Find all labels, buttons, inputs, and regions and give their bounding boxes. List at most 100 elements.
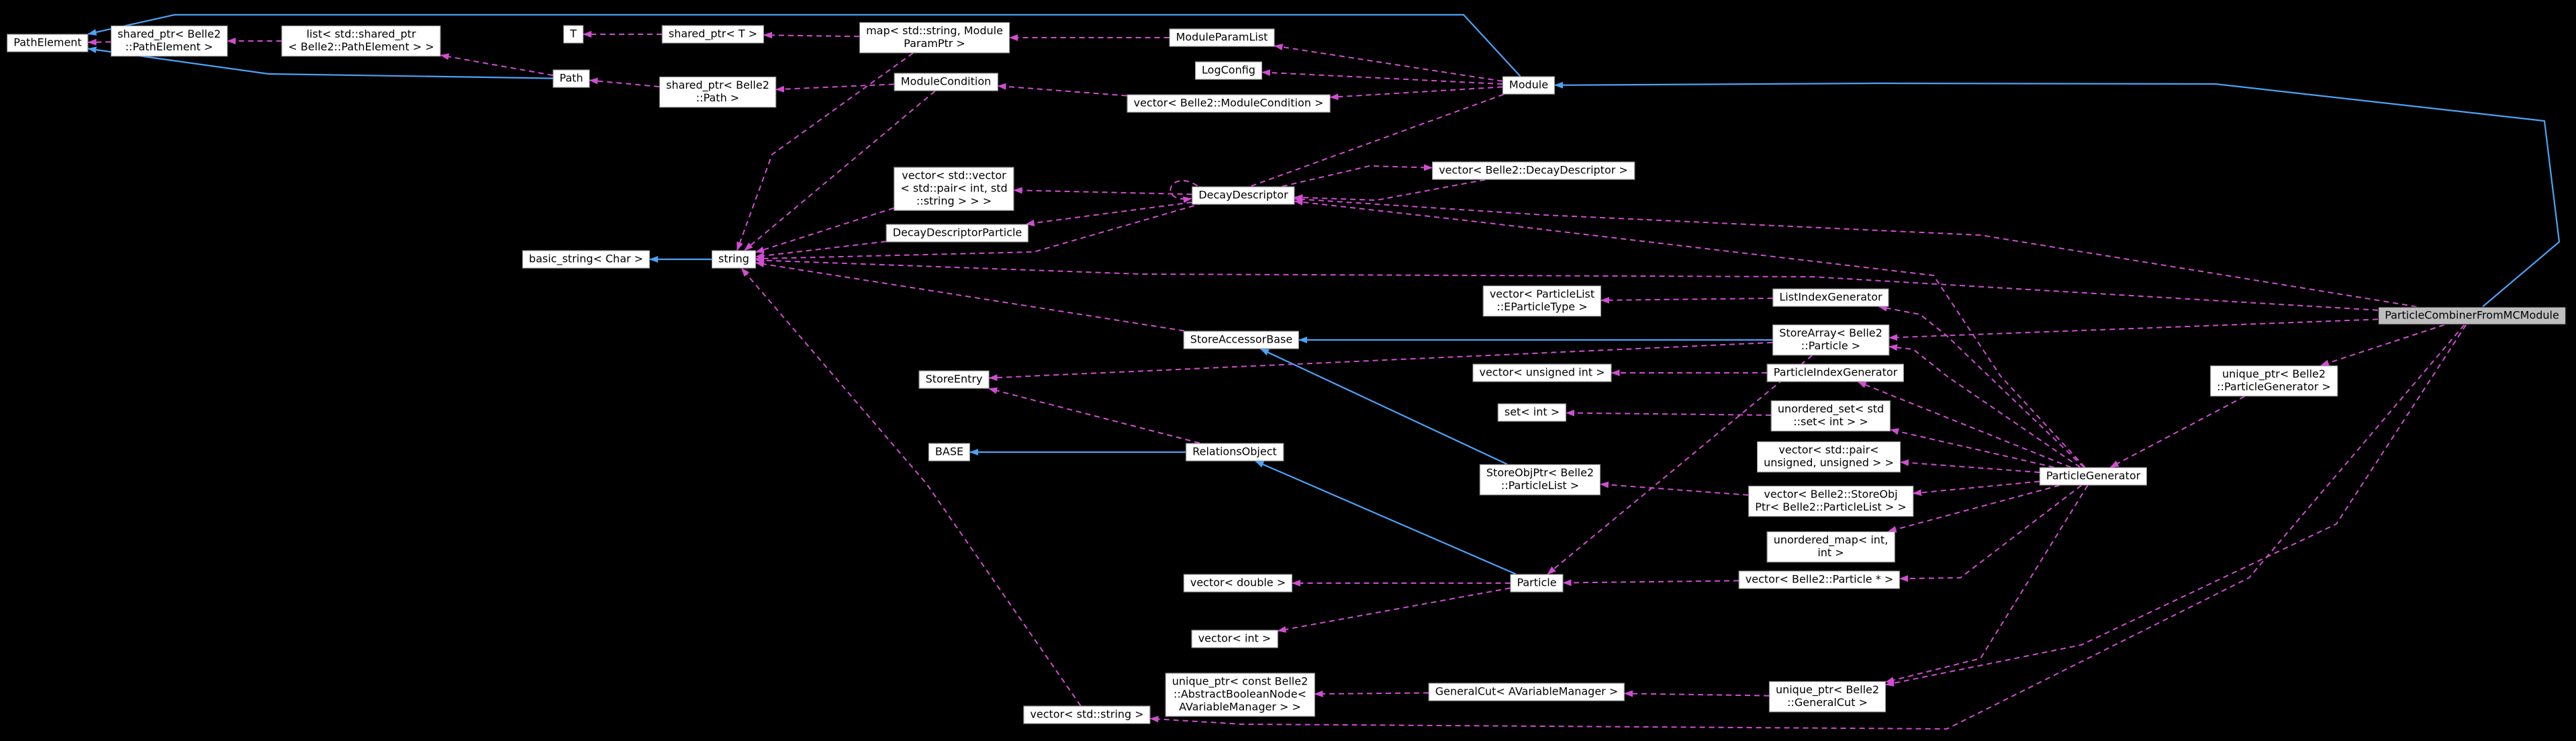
class-node-decaydescriptorparticle[interactable]: DecayDescriptorParticle — [886, 224, 1029, 243]
class-node-sp_pathelement[interactable]: shared_ptr< Belle2::PathElement > — [111, 26, 228, 56]
class-node-label: ::EParticleType > — [1496, 300, 1588, 313]
edge-listindexgenerator-vec_eparticletype — [1601, 296, 1773, 304]
class-node-sp_t[interactable]: shared_ptr< T > — [661, 25, 765, 44]
class-node-label: ModuleCondition — [900, 75, 992, 88]
edge-decaydescriptor-vec_decaydescriptor — [1282, 164, 1433, 187]
edge-pcfmc-storearray — [1889, 318, 2379, 341]
edge-vec_particle_ptr-particle — [1562, 579, 1739, 586]
edge-generalcut-up_abstractbool — [1314, 690, 1429, 697]
class-node-storearray[interactable]: StoreArray< Belle2::Particle > — [1772, 324, 1889, 355]
class-node-vec_modulecondition[interactable]: vector< Belle2::ModuleCondition > — [1127, 94, 1331, 113]
class-node-label: ::set< int > > — [1793, 415, 1868, 428]
class-node-t[interactable]: T — [563, 25, 583, 44]
class-node-vec_double[interactable]: vector< double > — [1183, 574, 1293, 593]
class-node-relationsobject[interactable]: RelationsObject — [1186, 443, 1284, 462]
class-node-label: unique_ptr< Belle2 — [2222, 367, 2326, 381]
class-node-label: StoreEntry — [925, 372, 983, 386]
class-node-label: vector< unsigned int > — [1479, 365, 1605, 379]
edge-path-pathelement — [87, 46, 553, 79]
edge-pcfmc-decaydescriptor — [1294, 195, 2417, 308]
edge-particlegenerator-vec_pair_uu — [1900, 459, 2040, 474]
edge-unordered_set-set_int — [1566, 409, 1772, 417]
class-node-label: ::PathElement > — [125, 40, 213, 53]
class-node-label: shared_ptr< Belle2 — [117, 28, 221, 41]
class-node-pathelement[interactable]: PathElement — [7, 34, 89, 52]
edge-particlegenerator-particleindex — [1857, 381, 2071, 468]
class-node-label: shared_ptr< Belle2 — [666, 79, 769, 92]
edge-storearray-storeentry — [988, 341, 1773, 382]
class-node-label: unique_ptr< const Belle2 — [1172, 674, 1308, 688]
class-node-label: ModuleParamList — [1176, 30, 1268, 44]
edge-modulecondition-sp_path — [775, 83, 894, 93]
class-node-vec_int[interactable]: vector< int > — [1191, 629, 1278, 648]
class-node-label: ParticleCombinerFromMCModule — [2385, 308, 2559, 322]
class-node-sp_path[interactable]: shared_ptr< Belle2::Path > — [659, 77, 776, 107]
class-node-label: unsigned, unsigned > > — [1764, 456, 1894, 469]
class-node-up_abstractbool[interactable]: unique_ptr< const Belle2::AbstractBoolea… — [1165, 672, 1315, 717]
edge-module-pathelement — [87, 13, 1521, 77]
edge-map_param-string — [736, 52, 914, 251]
class-node-generalcut[interactable]: GeneralCut< AVariableManager > — [1428, 683, 1625, 701]
edge-decaydescriptorparticle-string — [755, 241, 887, 259]
class-node-moduleparamlist[interactable]: ModuleParamList — [1169, 28, 1275, 47]
class-node-unordered_map[interactable]: unordered_map< int,int > — [1766, 531, 1895, 562]
class-node-string[interactable]: string — [712, 250, 756, 269]
edge-module-moduleparamlist — [1274, 44, 1503, 82]
class-node-vec_decaydescriptor[interactable]: vector< Belle2::DecayDescriptor > — [1432, 161, 1635, 180]
class-node-label: ::Particle > — [1801, 339, 1861, 352]
class-node-particleindex[interactable]: ParticleIndexGenerator — [1766, 363, 1905, 382]
class-node-storeentry[interactable]: StoreEntry — [918, 370, 990, 389]
class-node-vec_string[interactable]: vector< std::string > — [1023, 705, 1151, 724]
class-node-vec_uint[interactable]: vector< unsigned int > — [1472, 363, 1612, 382]
class-node-label: map< std::string, Module — [866, 24, 1003, 38]
class-node-label: BASE — [935, 445, 964, 458]
class-node-label: vector< Belle2::Particle * > — [1745, 572, 1894, 586]
class-node-storeobjptr[interactable]: StoreObjPtr< Belle2::ParticleList > — [1479, 464, 1601, 495]
class-node-vec_vec_pair[interactable]: vector< std::vector< std::pair< int, std… — [894, 167, 1014, 211]
class-node-label: ParamPtr > — [904, 37, 965, 50]
class-node-logconfig[interactable]: LogConfig — [1195, 61, 1262, 80]
class-node-particlegenerator[interactable]: ParticleGenerator — [2039, 467, 2148, 486]
class-node-label: ParticleIndexGenerator — [1773, 365, 1898, 379]
class-node-set_int[interactable]: set< int > — [1497, 403, 1567, 422]
class-node-label: ::GeneralCut > — [1787, 696, 1868, 709]
class-node-label: set< int > — [1504, 405, 1560, 419]
class-node-modulecondition[interactable]: ModuleCondition — [894, 73, 998, 91]
class-node-path[interactable]: Path — [553, 69, 590, 88]
edge-particlegenerator-decaydescriptor — [1294, 198, 2086, 468]
class-node-particle[interactable]: Particle — [1510, 574, 1564, 593]
class-node-basic_string[interactable]: basic_string< Char > — [522, 250, 651, 269]
edge-vec_vec_pair-string — [755, 207, 894, 253]
class-node-label: vector< std::vector — [902, 169, 1006, 182]
class-node-unordered_set[interactable]: unordered_set< std::set< int > > — [1770, 400, 1891, 431]
class-node-label: StoreObjPtr< Belle2 — [1486, 466, 1594, 480]
class-node-up_particlegenerator[interactable]: unique_ptr< Belle2::ParticleGenerator > — [2210, 365, 2338, 396]
class-node-label: ::ParticleGenerator > — [2217, 380, 2331, 393]
class-node-vec_particle_ptr[interactable]: vector< Belle2::Particle * > — [1738, 570, 1901, 589]
edge-path-list_sp_pathelement — [440, 53, 553, 77]
class-node-storeaccessorbase[interactable]: StoreAccessorBase — [1183, 331, 1300, 349]
edge-vec_modulecondition-modulecondition — [997, 83, 1127, 97]
class-node-label: AVariableManager > > — [1179, 700, 1301, 713]
class-node-label: vector< double > — [1190, 576, 1286, 589]
class-node-module[interactable]: Module — [1502, 76, 1556, 95]
class-node-base[interactable]: BASE — [928, 443, 971, 462]
class-node-listindexgenerator[interactable]: ListIndexGenerator — [1772, 288, 1889, 307]
class-node-decaydescriptor[interactable]: DecayDescriptor — [1192, 186, 1295, 205]
class-node-list_sp_pathelement[interactable]: list< std::shared_ptr< Belle2::PathEleme… — [281, 26, 441, 56]
class-node-vec_pair_uu[interactable]: vector< std::pair<unsigned, unsigned > > — [1757, 441, 1901, 472]
edge-pcfmc-vec_string — [1149, 324, 2465, 730]
class-node-label: Module — [1509, 78, 1549, 91]
class-node-label: < Belle2::PathElement > > — [288, 40, 434, 53]
class-node-vec_eparticletype[interactable]: vector< ParticleList::EParticleType > — [1482, 286, 1602, 316]
edge-particlegenerator-vec_storeobjptr — [1913, 480, 2040, 496]
edge-particlegenerator-listindexgenerator — [1878, 304, 2085, 468]
class-node-up_generalcut[interactable]: unique_ptr< Belle2::GeneralCut > — [1768, 681, 1887, 712]
class-node-pcfmc[interactable]: ParticleCombinerFromMCModule — [2378, 306, 2566, 325]
edge-particle-vec_int — [1277, 587, 1511, 633]
class-node-label: StoreAccessorBase — [1190, 333, 1293, 346]
